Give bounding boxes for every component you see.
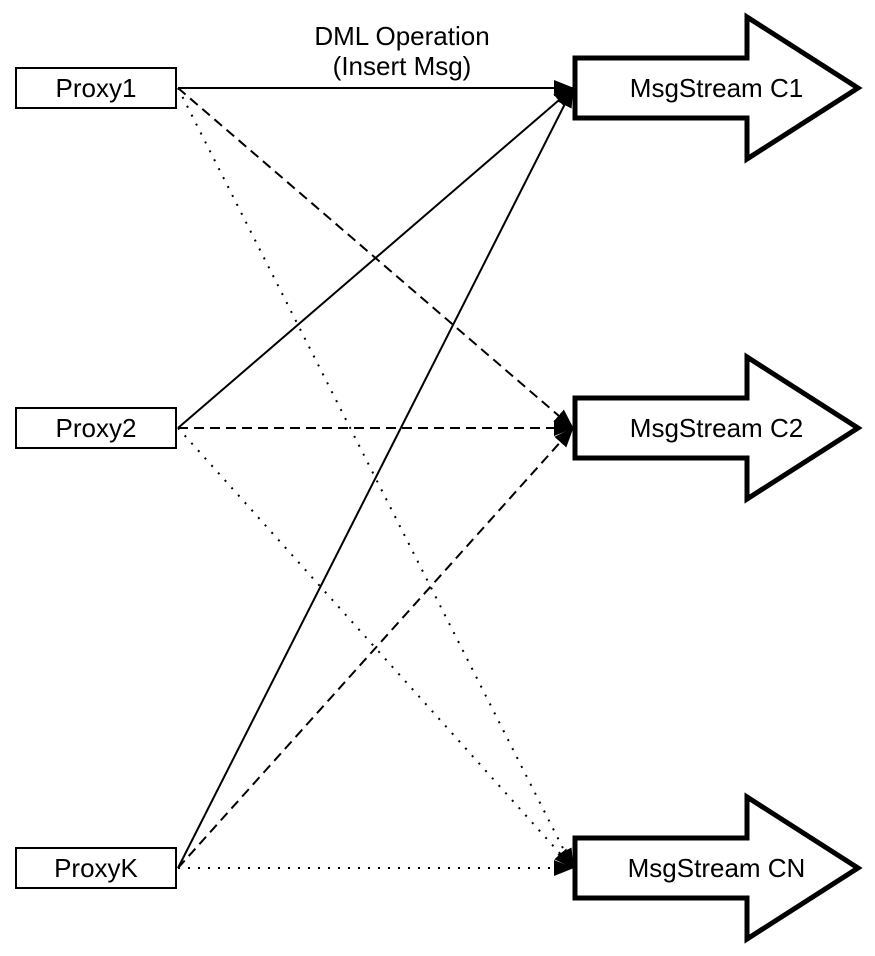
edge-proxy2-c1-solid: [177, 87, 574, 429]
proxyk-node: ProxyK: [15, 847, 177, 889]
msgstream-c1-arrow-shape: [572, 12, 863, 164]
edges-group: [177, 80, 574, 876]
proxy2-node: Proxy2: [15, 407, 177, 449]
proxy2-label: Proxy2: [55, 412, 137, 443]
msgstream-c2-arrow-shape: [572, 352, 863, 504]
edge-proxyk-c2-dashed: [177, 427, 574, 869]
dml-operation-label: DML Operation (Insert Msg): [252, 21, 552, 81]
dml-operation-label-line2: (Insert Msg): [332, 51, 472, 81]
dml-operation-label-line1: DML Operation: [314, 21, 490, 51]
msgstream-cn-arrow-shape: [572, 792, 863, 944]
proxyk-label: ProxyK: [54, 852, 138, 883]
edge-proxyk-c1-solid: [177, 87, 574, 869]
proxy1-label: Proxy1: [55, 72, 137, 103]
proxy1-node: Proxy1: [15, 67, 177, 109]
